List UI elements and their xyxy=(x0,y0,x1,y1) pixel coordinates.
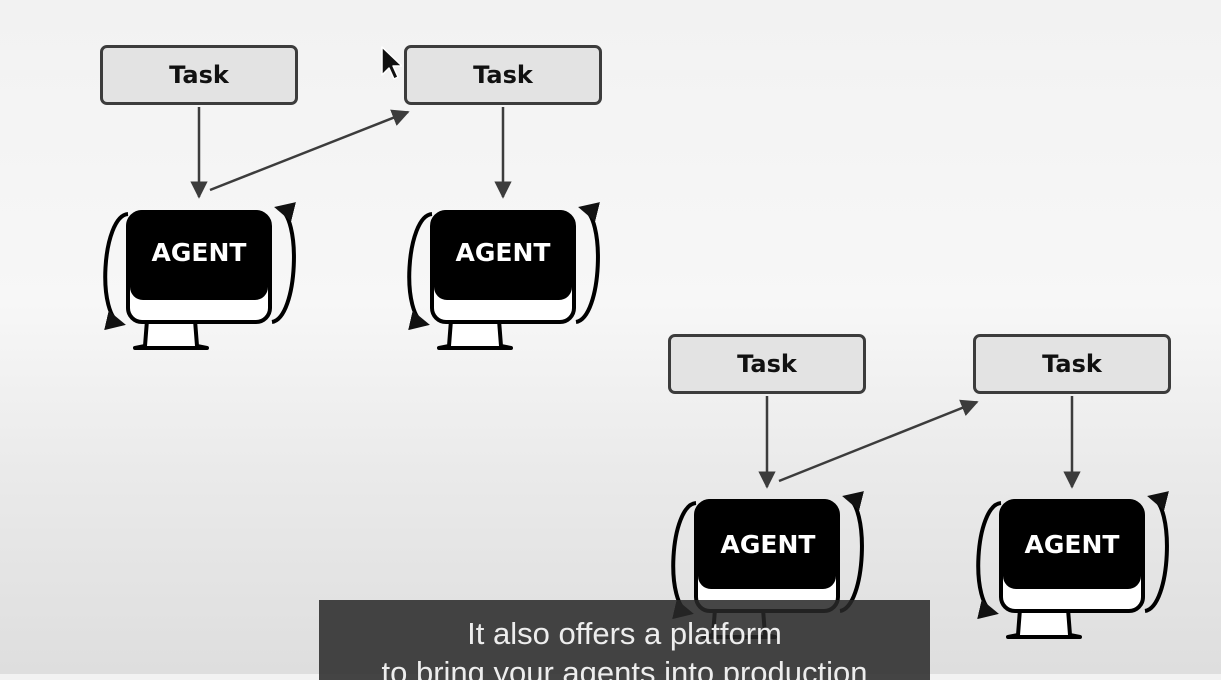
agent-label-2: AGENT xyxy=(456,238,551,267)
arrow-agent1-to-task2 xyxy=(209,109,410,192)
agent-monitor-icon-3: AGENT xyxy=(673,497,862,637)
agent-monitor-icon-1: AGENT xyxy=(105,208,294,348)
task-box-3: Task xyxy=(668,334,866,394)
agent-label-4: AGENT xyxy=(1025,530,1120,559)
agent-monitor-icon-4: AGENT xyxy=(978,497,1167,637)
caption-line-1: It also offers a platform xyxy=(467,616,782,651)
agent-label-1: AGENT xyxy=(152,238,247,267)
subtitle-caption: It also offers a platform to bring your … xyxy=(319,600,930,680)
task-box-2: Task xyxy=(404,45,602,105)
mouse-pointer-icon xyxy=(381,46,402,80)
caption-line-2: to bring your agents into production xyxy=(381,655,868,680)
agent-label-3: AGENT xyxy=(721,530,816,559)
arrow-agent3-to-task4 xyxy=(778,399,979,483)
task-box-4: Task xyxy=(973,334,1171,394)
task-box-1: Task xyxy=(100,45,298,105)
agent-monitor-icon-2: AGENT xyxy=(409,208,598,348)
